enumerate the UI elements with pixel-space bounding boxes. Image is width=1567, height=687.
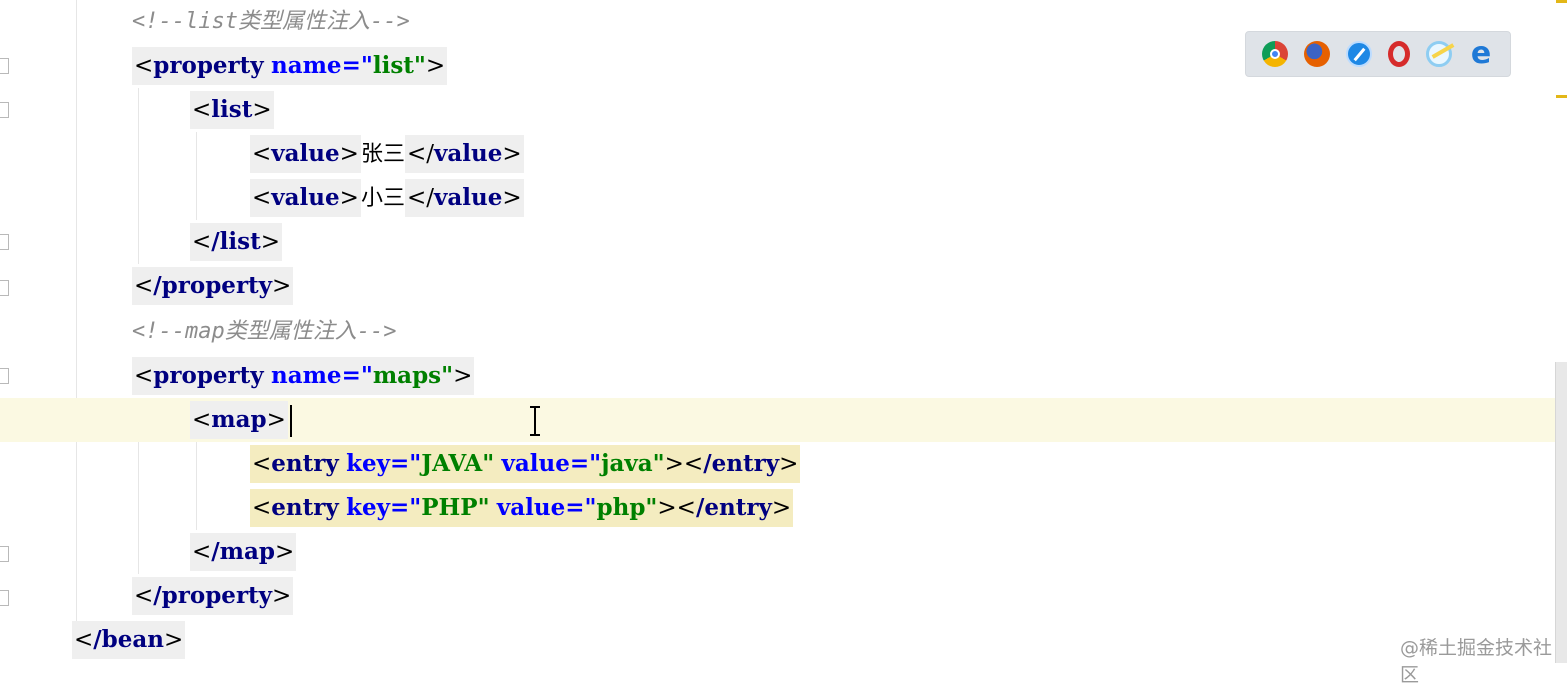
editor-gutter — [0, 0, 14, 663]
tag-name: value — [433, 184, 503, 211]
indent-guide — [76, 0, 77, 622]
code-line[interactable]: </property> — [0, 264, 1567, 308]
list-open-tag: <list> — [190, 88, 274, 132]
value-element: <value>张三</value> — [250, 132, 524, 176]
attr-name: name — [270, 52, 342, 79]
tag-name: entry — [271, 494, 339, 521]
code-line[interactable]: </bean> — [0, 618, 1567, 662]
attr-value: JAVA — [421, 450, 483, 477]
internet-explorer-icon[interactable] — [1426, 41, 1452, 67]
attr-value: php — [596, 494, 646, 521]
bean-close-tag: </bean> — [72, 618, 186, 662]
list-close-tag: </list> — [190, 220, 283, 264]
code-editor[interactable]: <!--list类型属性注入--> <property name="list">… — [0, 0, 1567, 663]
map-close-tag: </map> — [190, 530, 297, 574]
code-line[interactable]: <!--list类型属性注入--> — [0, 0, 1567, 44]
indent-guide — [196, 442, 197, 530]
tag-name: property — [153, 362, 264, 389]
chrome-icon[interactable] — [1262, 41, 1288, 67]
tag-name: value — [271, 140, 340, 167]
tag-name: value — [271, 184, 340, 211]
tag-name: map — [211, 406, 267, 433]
indent-guide — [138, 398, 139, 574]
scrollbar-marker[interactable] — [1556, 95, 1567, 98]
current-code-line[interactable]: <map> — [0, 398, 1567, 442]
attr-name: value — [501, 450, 570, 477]
tag-name: /entry — [703, 450, 780, 477]
tag-name: /property — [153, 582, 273, 609]
indent-guide — [196, 132, 197, 220]
attr-name: key — [346, 494, 390, 521]
fold-marker[interactable] — [0, 368, 9, 384]
property-close-tag: </property> — [132, 574, 294, 618]
fold-marker[interactable] — [0, 590, 9, 606]
tag-name: /list — [211, 228, 261, 255]
code-line[interactable]: </list> — [0, 220, 1567, 264]
code-line[interactable]: <value>张三</value> — [0, 132, 1567, 176]
entry-element: <entry key="PHP" value="php"></entry> — [250, 486, 794, 530]
fold-marker[interactable] — [0, 280, 9, 296]
fold-marker[interactable] — [0, 58, 9, 74]
tag-name: value — [433, 140, 503, 167]
code-line[interactable]: </map> — [0, 530, 1567, 574]
entry-element: <entry key="JAVA" value="java"></entry> — [250, 442, 801, 486]
xml-comment: <!--list类型属性注入--> — [132, 9, 410, 34]
fold-marker[interactable] — [0, 546, 9, 562]
attr-value: list — [372, 52, 414, 79]
scrollbar-marker[interactable] — [1556, 0, 1567, 3]
xml-comment: <!--map类型属性注入--> — [132, 319, 397, 344]
tag-name: property — [153, 52, 264, 79]
tag-name: /property — [153, 272, 273, 299]
code-line[interactable]: <entry key="PHP" value="php"></entry> — [0, 486, 1567, 530]
map-open-tag: <map> — [190, 398, 292, 442]
tag-name: entry — [271, 450, 339, 477]
attr-name: key — [346, 450, 390, 477]
opera-icon[interactable] — [1388, 41, 1410, 67]
attr-value: maps — [372, 362, 442, 389]
code-line[interactable]: <property name="maps"> — [0, 354, 1567, 398]
fold-marker[interactable] — [0, 234, 9, 250]
element-text: 张三 — [360, 142, 405, 167]
code-line[interactable]: <list> — [0, 88, 1567, 132]
value-element: <value>小三</value> — [250, 176, 524, 220]
code-line[interactable]: <!--map类型属性注入--> — [0, 310, 1567, 354]
browser-preview-bar: e — [1245, 31, 1511, 77]
tag-name: list — [211, 96, 253, 123]
code-line[interactable]: <entry key="JAVA" value="java"></entry> — [0, 442, 1567, 486]
code-line[interactable]: <property name="list"> — [0, 44, 1567, 88]
property-close-tag: </property> — [132, 264, 294, 308]
attr-name: name — [270, 362, 342, 389]
attr-value: java — [601, 450, 653, 477]
edge-icon[interactable]: e — [1470, 36, 1492, 71]
code-line[interactable]: <value>小三</value> — [0, 176, 1567, 220]
tag-name: /bean — [93, 626, 165, 653]
element-text: 小三 — [360, 186, 405, 211]
firefox-icon[interactable] — [1304, 41, 1330, 67]
safari-icon[interactable] — [1346, 41, 1372, 67]
text-caret — [289, 405, 292, 437]
mouse-ibeam-cursor — [528, 406, 542, 436]
property-open-tag: <property name="maps"> — [132, 354, 475, 398]
fold-marker[interactable] — [0, 102, 9, 118]
vertical-scrollbar[interactable] — [1555, 362, 1567, 663]
property-open-tag: <property name="list"> — [132, 44, 448, 88]
attr-name: value — [496, 494, 566, 521]
indent-guide — [138, 88, 139, 264]
tag-name: /entry — [695, 494, 772, 521]
attr-value: PHP — [421, 494, 478, 521]
watermark: @稀土掘金技术社区 — [1400, 637, 1553, 686]
code-line[interactable]: </property> — [0, 574, 1567, 618]
tag-name: /map — [211, 538, 276, 565]
